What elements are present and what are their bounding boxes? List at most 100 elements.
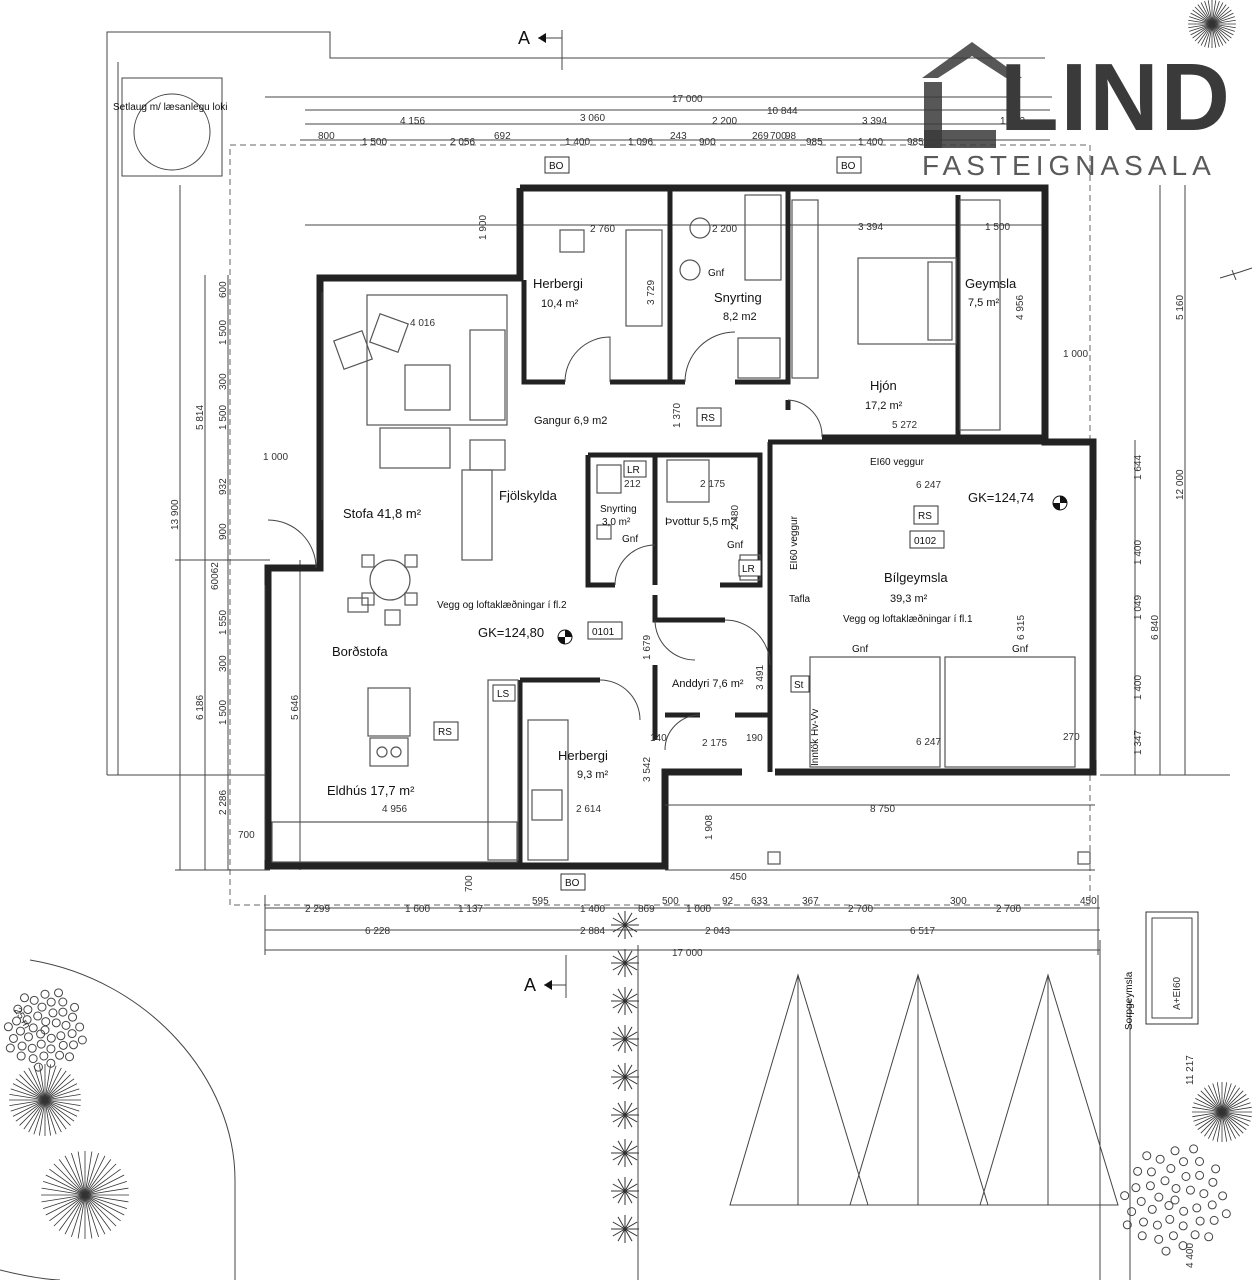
dim-l1500b: 1 500 [218, 405, 229, 430]
hedge-shrub [611, 1215, 639, 1243]
dim-t17: 985 [806, 137, 823, 148]
dim-l5814: 5 814 [195, 405, 206, 430]
dim-b700b: 700 [464, 875, 475, 892]
note-inntok: Inntök Hv-Vv [810, 709, 821, 766]
dim-t8: 2 056 [450, 137, 475, 148]
dim-t19: 985 [907, 137, 924, 148]
dim-t7: 1 500 [362, 137, 387, 148]
tag-gnf-4: Gnf [852, 644, 868, 655]
dimension-lines-bottom [264, 895, 1100, 955]
tag-rs-3: RS [438, 727, 452, 738]
dim-bot9: 92 [722, 896, 734, 907]
room-herbergi-2-area: 9,3 m² [577, 769, 609, 781]
room-eldhus: Eldhús 17,7 m² [327, 783, 415, 798]
dim-v4956r: 4 956 [1015, 295, 1026, 320]
dim-t6: 800 [318, 131, 335, 142]
room-bilgeymsla-area: 39,3 m² [890, 593, 928, 605]
shrub-cluster [1120, 1144, 1231, 1256]
tag-lr-1: LR [742, 564, 755, 575]
note-vegg-2: Vegg og loftaklæðningar í fl.1 [843, 613, 973, 625]
dim-t10: 1 400 [565, 137, 590, 148]
dim-bot15: 450 [1080, 896, 1097, 907]
dim-r1400a: 1 400 [1133, 540, 1144, 565]
house-roof-icon [922, 42, 1022, 148]
section-marker-top: A [518, 28, 563, 70]
tag-bo-3: BO [565, 878, 580, 889]
dim-l1500a: 1 500 [218, 320, 229, 345]
note-tafla: Tafla [789, 594, 811, 605]
room-snyrting-1: Snyrting [714, 290, 762, 305]
dim-sorp25: 25 m [11, 1006, 32, 1031]
section-marker-bottom: A [524, 955, 567, 998]
dim-l1550: 1 550 [218, 610, 229, 635]
dim-r1347: 1 347 [1133, 730, 1144, 755]
dim-sorp11217: 11 217 [1185, 1055, 1196, 1085]
hedge-shrub [611, 1177, 639, 1205]
dim-r12000: 12 000 [1175, 469, 1186, 500]
shrub-cluster [3, 988, 87, 1072]
dim-l1500c: 1 500 [218, 700, 229, 725]
room-fjolskylda: Fjölskylda [499, 488, 558, 503]
dim-r1049: 1 049 [1133, 595, 1144, 620]
room-geymsla: Geymsla [965, 276, 1017, 291]
interior-walls [517, 190, 1093, 866]
tag-gnf-3: Gnf [727, 540, 743, 551]
dim-l600a: 600 [218, 281, 229, 298]
dim-bb4: 6 517 [910, 926, 935, 937]
tag-gnf-2: Gnf [622, 534, 638, 545]
dim-r6840: 6 840 [1150, 615, 1161, 640]
dim-t14: 269 [752, 131, 769, 142]
dim-r1400b: 1 400 [1133, 675, 1144, 700]
dim-t9: 692 [494, 131, 511, 142]
dim-bottom-total: 17 000 [672, 948, 703, 959]
dim-b2212: 212 [624, 479, 641, 490]
dim-v1370: 1 370 [672, 403, 683, 428]
dim-bot3: 1 137 [458, 904, 483, 915]
room-stofa: Stofa 41,8 m² [343, 506, 422, 521]
tag-bo-1: BO [549, 161, 564, 172]
dim-b6247b: 6 247 [916, 737, 941, 748]
dim-r-hjon: 3 394 [858, 222, 883, 233]
gk-label-1: GK=124,80 [478, 625, 544, 640]
dim-r-geym: 1 500 [985, 222, 1010, 233]
dim-t18: 1 400 [858, 137, 883, 148]
dim-bot11: 367 [802, 896, 819, 907]
dim-v1000a: 1 000 [263, 452, 288, 463]
dim-l5646: 5 646 [290, 695, 301, 720]
dim-b1679: 1 679 [642, 635, 653, 660]
tree-burst [1188, 0, 1236, 48]
dim-t11: 1 096 [628, 137, 653, 148]
room-snyrting-2: Snyrting [600, 504, 637, 515]
dim-v3729: 3 729 [646, 280, 657, 305]
logo-subtitle: FASTEIGNASALA [922, 150, 1216, 181]
room-snyrting-1-area: 8,2 m2 [723, 311, 757, 323]
marker-arrow-icon [1219, 267, 1253, 281]
dim-b450: 450 [730, 872, 747, 883]
room-snyrting-2-area: 3,0 m² [602, 517, 631, 528]
dim-b3542: 3 542 [642, 757, 653, 782]
dim-v5272: 5 272 [892, 420, 917, 431]
gk-label-2: GK=124,74 [968, 490, 1034, 505]
dim-v1900: 1 900 [478, 215, 489, 240]
dim-t3: 2 200 [712, 116, 737, 127]
dim-bot13: 300 [950, 896, 967, 907]
dim-bot8: 1 000 [686, 904, 711, 915]
dim-r5160: 5 160 [1175, 295, 1186, 320]
dim-b140: 140 [650, 733, 667, 744]
dim-t2: 3 060 [580, 113, 605, 124]
logo-word: LIND [1000, 44, 1232, 151]
room-sorpgeymsla: Sorpgeymsla [1124, 971, 1135, 1030]
dim-v1000b: 1 000 [1063, 349, 1088, 360]
room-gangur: Gangur 6,9 m2 [534, 415, 607, 427]
dim-b6315: 6 315 [1016, 615, 1027, 640]
sorp-label: A+EI60 [1172, 976, 1183, 1010]
dim-r-herb: 2 760 [590, 224, 615, 235]
dim-b6247: 6 247 [916, 480, 941, 491]
tag-ls: LS [497, 689, 510, 700]
dim-top-b: 10 844 [767, 106, 798, 117]
furniture [271, 194, 1095, 871]
dim-v4016: 4 016 [410, 318, 435, 329]
dim-bb2: 2 884 [580, 926, 605, 937]
dim-bb1: 6 228 [365, 926, 390, 937]
